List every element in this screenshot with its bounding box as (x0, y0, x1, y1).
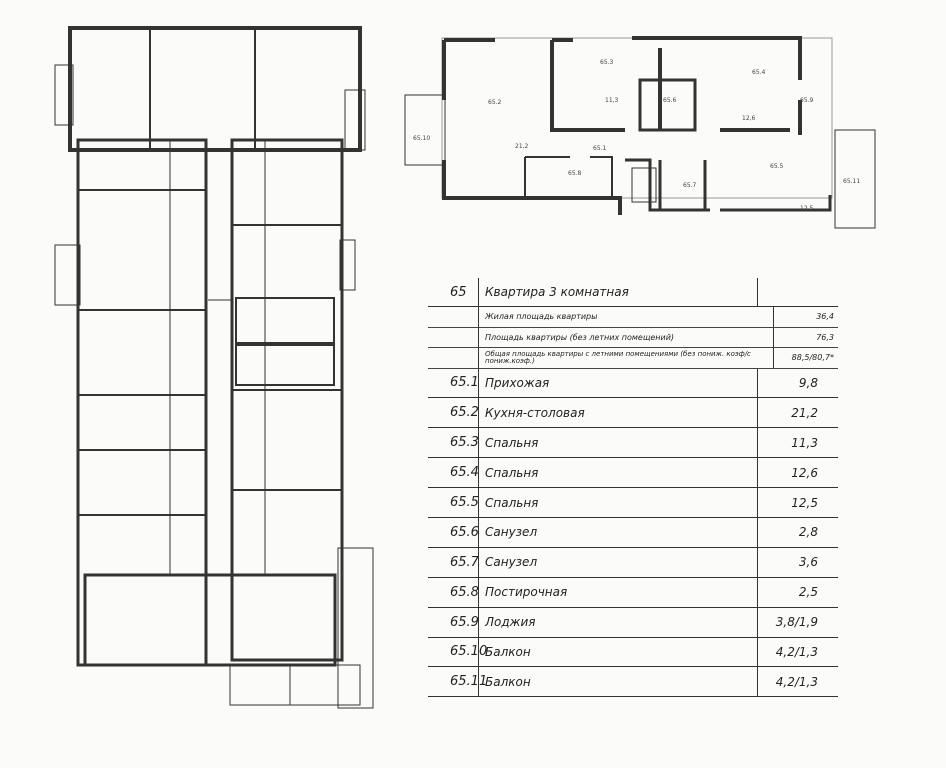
room-area: 21,2 (515, 143, 529, 150)
room-area: 12,6 (757, 458, 838, 488)
room-area: 21,2 (757, 398, 838, 428)
room-area: 11,3 (757, 428, 838, 458)
apartment-number: 65 (450, 284, 467, 300)
room-number: 65.7 (450, 554, 479, 570)
room-area: 3,8/1,9 (757, 607, 838, 637)
room-number: 65.9 (450, 614, 479, 630)
room-label: 65.7 (683, 182, 697, 189)
room-name: Санузел (478, 517, 757, 547)
room-area: 12,5 (800, 205, 814, 212)
room-area: 11,3 (605, 97, 619, 104)
room-label: 65.1 (593, 145, 607, 152)
room-name: Кухня-столовая (478, 398, 757, 428)
room-number: 65.5 (450, 495, 479, 510)
room-number: 65.4 (450, 465, 479, 481)
room-number: 65.2 (450, 405, 479, 421)
room-area: 2,8 (757, 517, 838, 547)
summary-row: Общая площадь квартиры с летними помещен… (428, 348, 838, 369)
room-area: 4,2/1,3 (757, 667, 838, 697)
room-label: 65.11 (843, 178, 860, 185)
room-label: 65.4 (752, 69, 766, 76)
apartment-explication-table: 65 Квартира 3 комнатная Жилая площадь кв… (428, 278, 838, 698)
room-name: Балкон (478, 667, 757, 697)
room-name: Балкон (478, 637, 757, 667)
room-label: 65.8 (568, 170, 582, 177)
room-name: Спальня (478, 428, 757, 458)
room-name: Санузел (478, 547, 757, 577)
room-label: 65.5 (770, 163, 784, 170)
room-name: Спальня (478, 458, 757, 488)
room-number: 65.8 (450, 584, 479, 600)
apartment-title: Квартира 3 комнатная (478, 278, 757, 306)
room-name: Лоджия (478, 607, 757, 637)
room-name: Прихожая (478, 368, 757, 398)
room-label: 65.9 (800, 97, 814, 104)
room-number: 65.10 (450, 644, 488, 660)
room-number: 65.11 (450, 674, 488, 690)
room-label: 65.2 (488, 99, 502, 106)
room-number: 65.3 (450, 435, 479, 451)
room-area: 4,2/1,3 (757, 637, 838, 667)
building-floor-plan (54, 26, 374, 709)
room-area: 9,8 (757, 368, 838, 398)
room-area: 12,6 (742, 115, 756, 122)
room-area: 2,5 (757, 577, 838, 607)
room-area: 3,6 (757, 547, 838, 577)
table-header-row: 65 Квартира 3 комнатная (428, 278, 838, 307)
room-number: 65.6 (450, 524, 479, 540)
room-name: Постирочная (478, 577, 757, 607)
room-label: 65.6 (663, 97, 677, 104)
apartment-plan (404, 36, 876, 229)
room-labels: 65.2 21,2 65.3 11,3 65.4 12,6 65.5 12,5 … (413, 59, 860, 212)
summary-row: Жилая площадь квартиры 36,4 (428, 307, 838, 328)
room-area: 12,5 (757, 488, 838, 517)
summary-row: Площадь квартиры (без летних помещений) … (428, 327, 838, 348)
room-name: Спальня (478, 488, 757, 517)
room-label: 65.10 (413, 135, 430, 142)
room-label: 65.3 (600, 59, 614, 66)
room-number: 65.1 (450, 375, 479, 391)
